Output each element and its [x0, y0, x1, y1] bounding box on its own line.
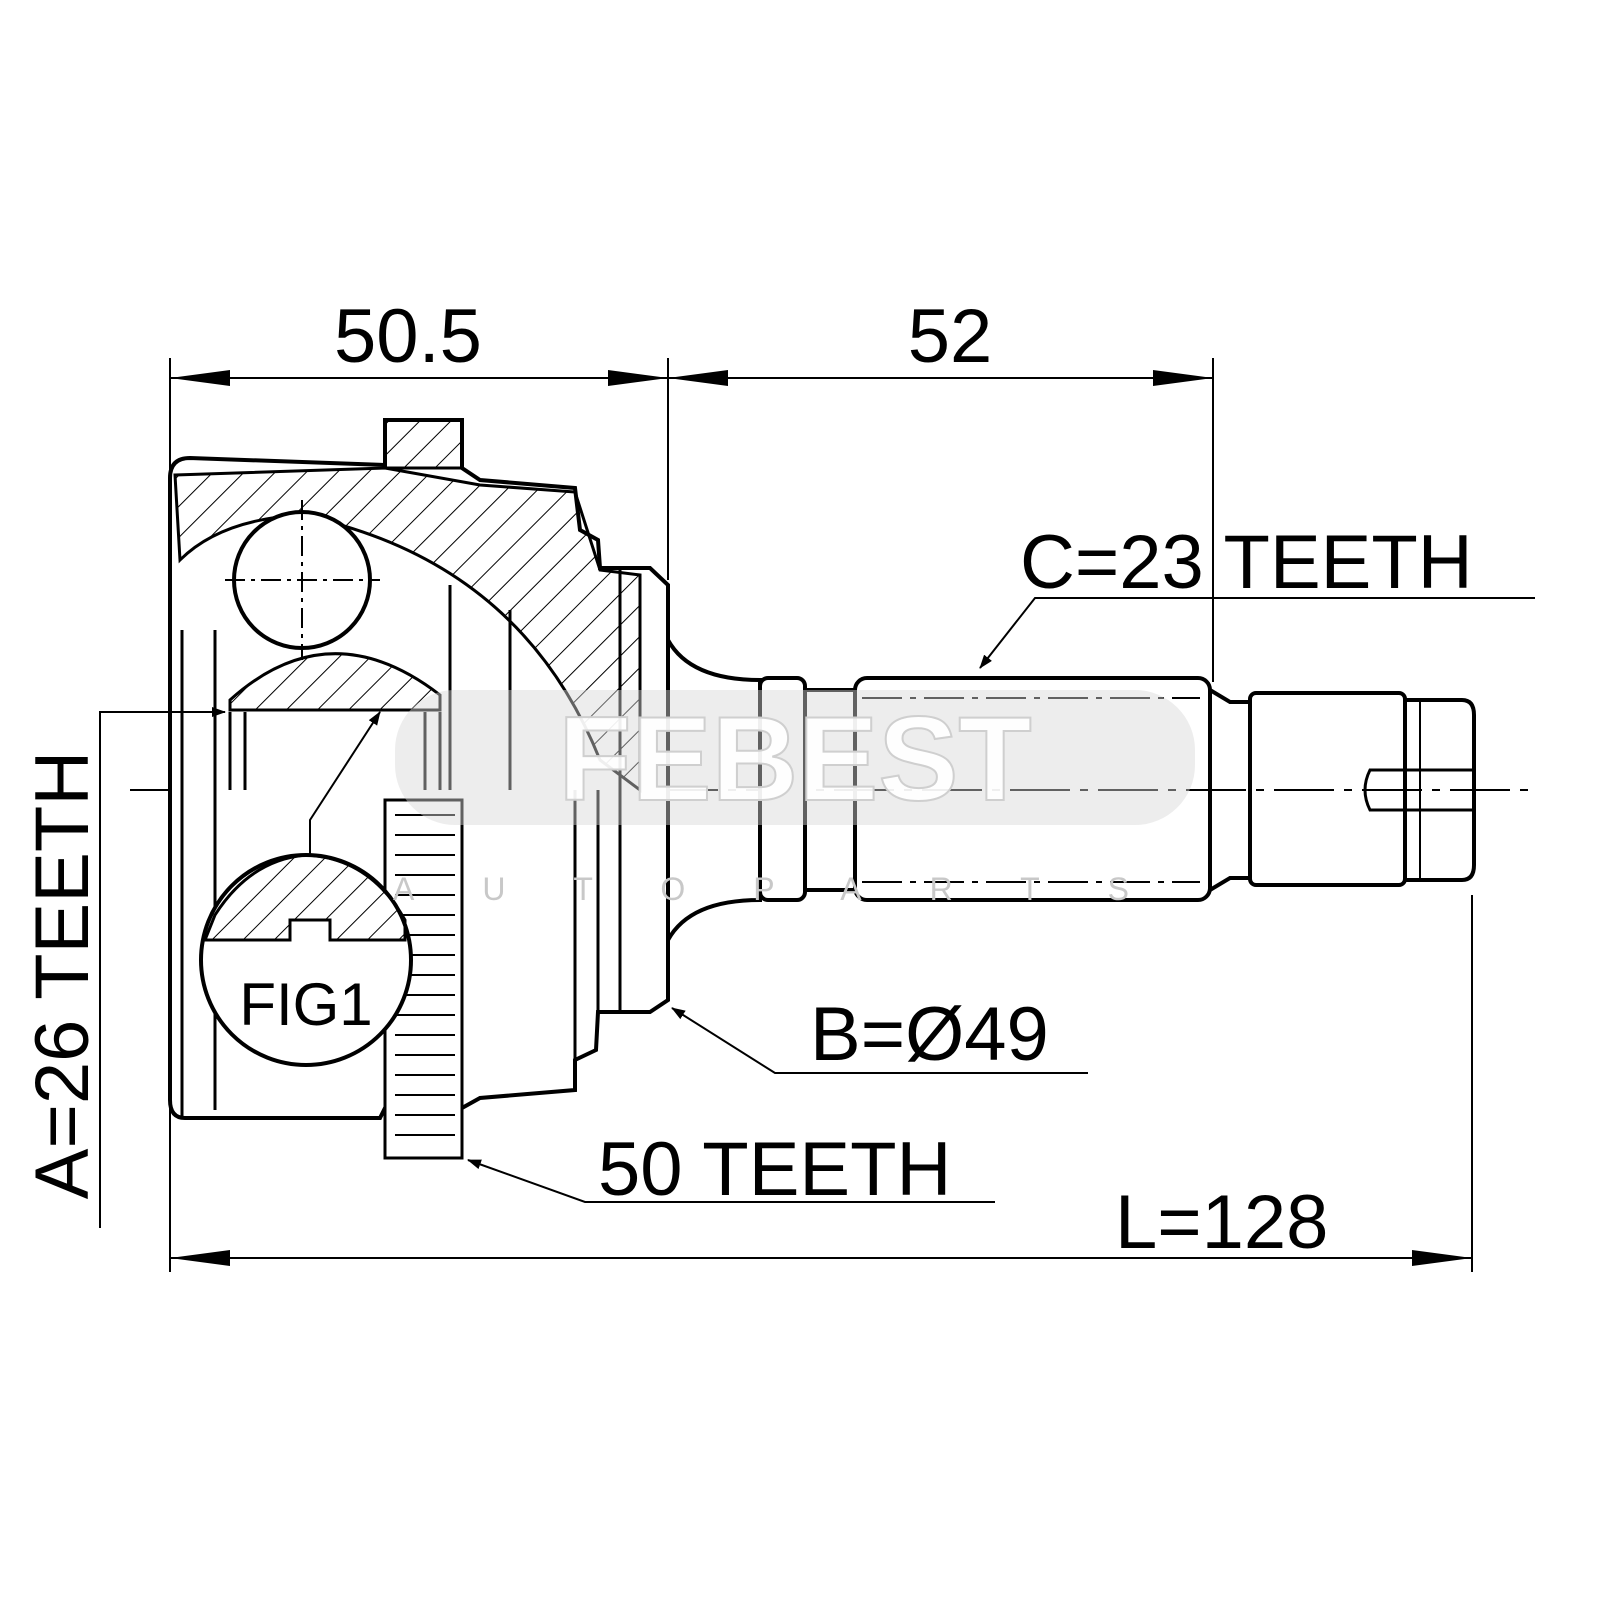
watermark-logo: FEBEST AUTOPARTS [393, 690, 1197, 907]
abs-ring [383, 798, 464, 1160]
outer-spline-label: C=23 TEETH [1020, 520, 1473, 605]
dimension-50-5: 50.5 [334, 294, 482, 379]
watermark-brand: FEBEST [558, 692, 1031, 826]
stub-shaft [666, 639, 1476, 941]
watermark-band [395, 690, 1195, 825]
leader-lines [99, 597, 1535, 1228]
fig1-label: FIG1 [239, 971, 372, 1038]
inner-spline-label: A=26 TEETH [20, 751, 105, 1199]
seal-diameter-label: B=Ø49 [810, 992, 1049, 1077]
abs-teeth-label: 50 TEETH [598, 1127, 951, 1212]
fig1-detail [199, 853, 413, 1067]
dimension-lines [170, 377, 1472, 1259]
total-length-label: L=128 [1115, 1180, 1328, 1265]
dimension-52: 52 [908, 294, 993, 379]
watermark-subtitle: AUTOPARTS [393, 871, 1197, 907]
